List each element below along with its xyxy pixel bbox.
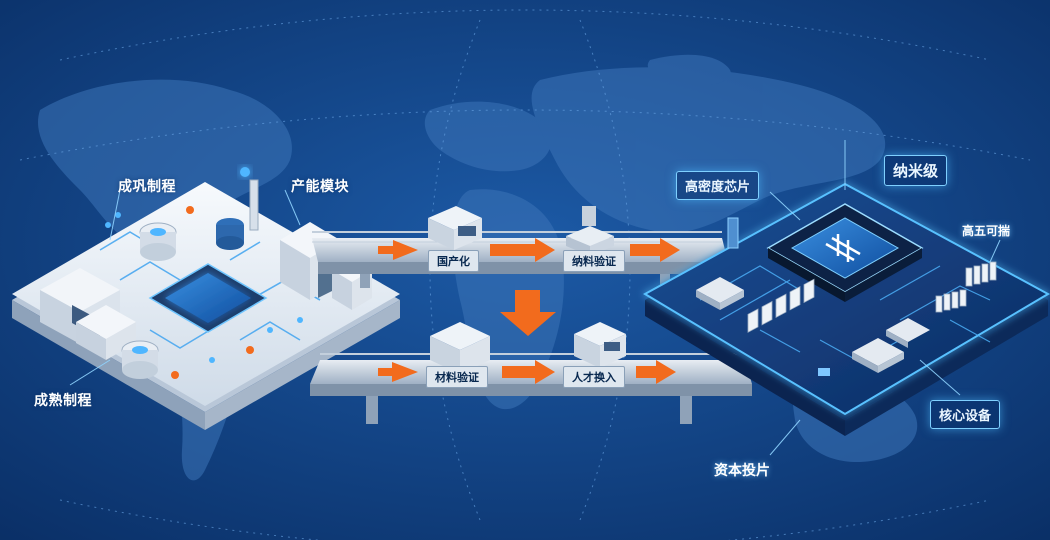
label-core-equipment: 核心设备 (930, 400, 1001, 429)
memory-modules (747, 278, 815, 333)
server-box (428, 206, 482, 250)
down-arrow (500, 290, 556, 336)
component-chip (886, 318, 930, 348)
left-platform (12, 167, 400, 430)
tag-material-verify-2: 材料验证 (426, 366, 488, 388)
server-box (430, 322, 490, 374)
label-nanoscale: 纳米级 (884, 155, 948, 186)
label-mature-process: 成熟制程 (34, 393, 92, 409)
component-chip (852, 338, 904, 373)
label-reliable: 高五可揣 (962, 224, 1011, 238)
globe-grid (19, 9, 1031, 540)
machine-tool (566, 206, 614, 256)
right-platform (642, 182, 1050, 436)
label-process-1: 成巩制程 (118, 179, 176, 195)
tag-talent-import: 人才换入 (563, 366, 625, 388)
leader-lines (69, 140, 1001, 456)
label-capital-investment: 资本投片 (714, 463, 770, 479)
component-chip (696, 277, 744, 310)
main-chip (766, 203, 924, 302)
upper-bridge (312, 206, 728, 288)
lower-bridge (310, 322, 752, 424)
label-capacity-module: 产能模块 (291, 179, 349, 195)
storage-tank (139, 222, 177, 261)
server-box (574, 322, 626, 368)
label-high-density-chip: 高密度芯片 (676, 171, 760, 200)
tag-localization: 国产化 (428, 250, 479, 272)
tag-material-verify-1: 纳料验证 (563, 250, 625, 272)
